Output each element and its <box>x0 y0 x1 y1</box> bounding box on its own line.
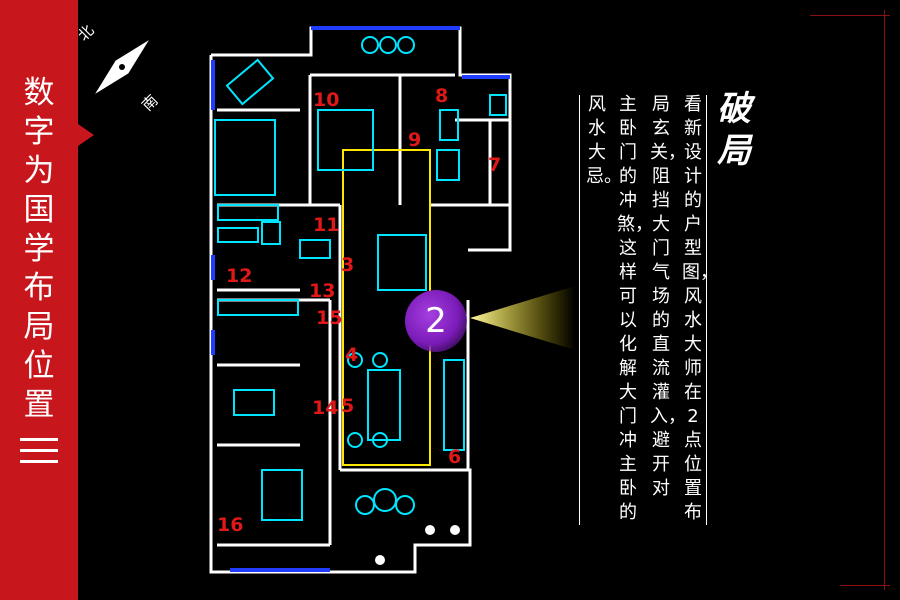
plan-label-15: 15 <box>316 307 343 329</box>
frame-line-bottom <box>840 585 890 586</box>
sidebar-title-char: 置 <box>23 387 55 423</box>
roman-numeral-three <box>20 438 58 471</box>
sidebar-notch <box>78 124 94 146</box>
plan-label-16: 16 <box>217 514 244 536</box>
plan-label-13: 13 <box>309 280 336 302</box>
frame-line-right <box>884 10 885 590</box>
sidebar-title-char: 国 <box>23 192 55 228</box>
plan-label-12: 12 <box>226 265 253 287</box>
sidebar-title: 数字为国学布局位置 <box>0 74 78 425</box>
column-divider <box>706 95 707 525</box>
column-divider-left <box>579 95 580 525</box>
plan-label-8: 8 <box>435 85 449 107</box>
compass-icon <box>95 40 149 94</box>
windows <box>211 26 510 572</box>
sidebar-title-char: 位 <box>23 348 55 384</box>
plants <box>375 525 460 565</box>
sidebar: 数字为国学布局位置 <box>0 0 78 600</box>
panel-column-4: 风水大忌。 <box>586 94 622 187</box>
highlight-point-badge: 2 <box>405 290 467 352</box>
sidebar-title-char: 字 <box>23 114 55 150</box>
plan-label-6: 6 <box>448 446 462 468</box>
panel-title: 破局 <box>717 89 751 171</box>
plan-label-11: 11 <box>313 214 340 236</box>
frame-line-top <box>810 15 890 16</box>
plan-label-10: 10 <box>313 89 340 111</box>
furniture <box>214 36 507 521</box>
light-beam <box>470 286 575 350</box>
plan-label-5: 5 <box>341 395 355 417</box>
panel-column-2: 局玄关，阻挡大门气场的直流灌入，避开对 <box>650 94 686 499</box>
panel-column-3: 主卧门的冲煞，这样可以化解大门冲主卧的 <box>617 94 653 523</box>
sidebar-title-char: 数 <box>23 75 55 111</box>
panel-column-1: 看新设计的户型图，风水大师在2点位置布 <box>682 94 718 523</box>
plan-label-4: 4 <box>345 344 359 366</box>
plan-label-3: 3 <box>341 254 355 276</box>
plan-label-7: 7 <box>488 154 502 176</box>
plan-label-14: 14 <box>312 397 339 419</box>
sidebar-title-char: 布 <box>23 270 55 306</box>
sidebar-title-char: 为 <box>23 153 55 189</box>
sidebar-title-char: 局 <box>23 309 55 345</box>
plan-label-9: 9 <box>408 129 422 151</box>
sidebar-title-char: 学 <box>23 231 55 267</box>
